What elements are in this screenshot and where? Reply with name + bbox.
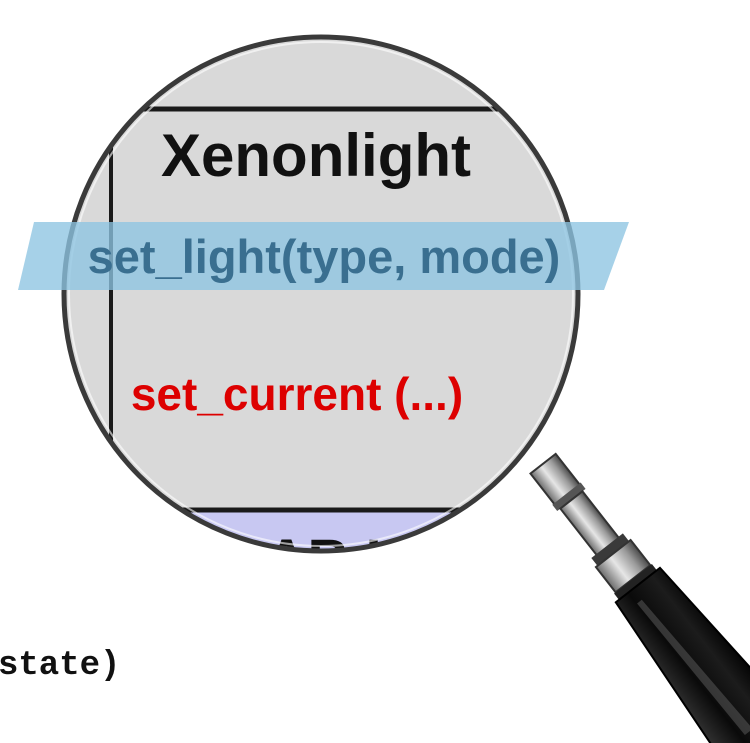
outside-code-text: state) (0, 647, 120, 685)
lens-frame (61, 34, 581, 554)
method-set-current: set_current (...) (131, 368, 463, 420)
class-name-title: Xenonlight (161, 122, 471, 189)
magnifier-handle (529, 452, 750, 743)
method-set-light: set_light(type, mode) (88, 230, 561, 283)
highlight-band (18, 222, 629, 290)
lens-content: Xenonlight CAB Int set_current (...) (64, 37, 578, 551)
